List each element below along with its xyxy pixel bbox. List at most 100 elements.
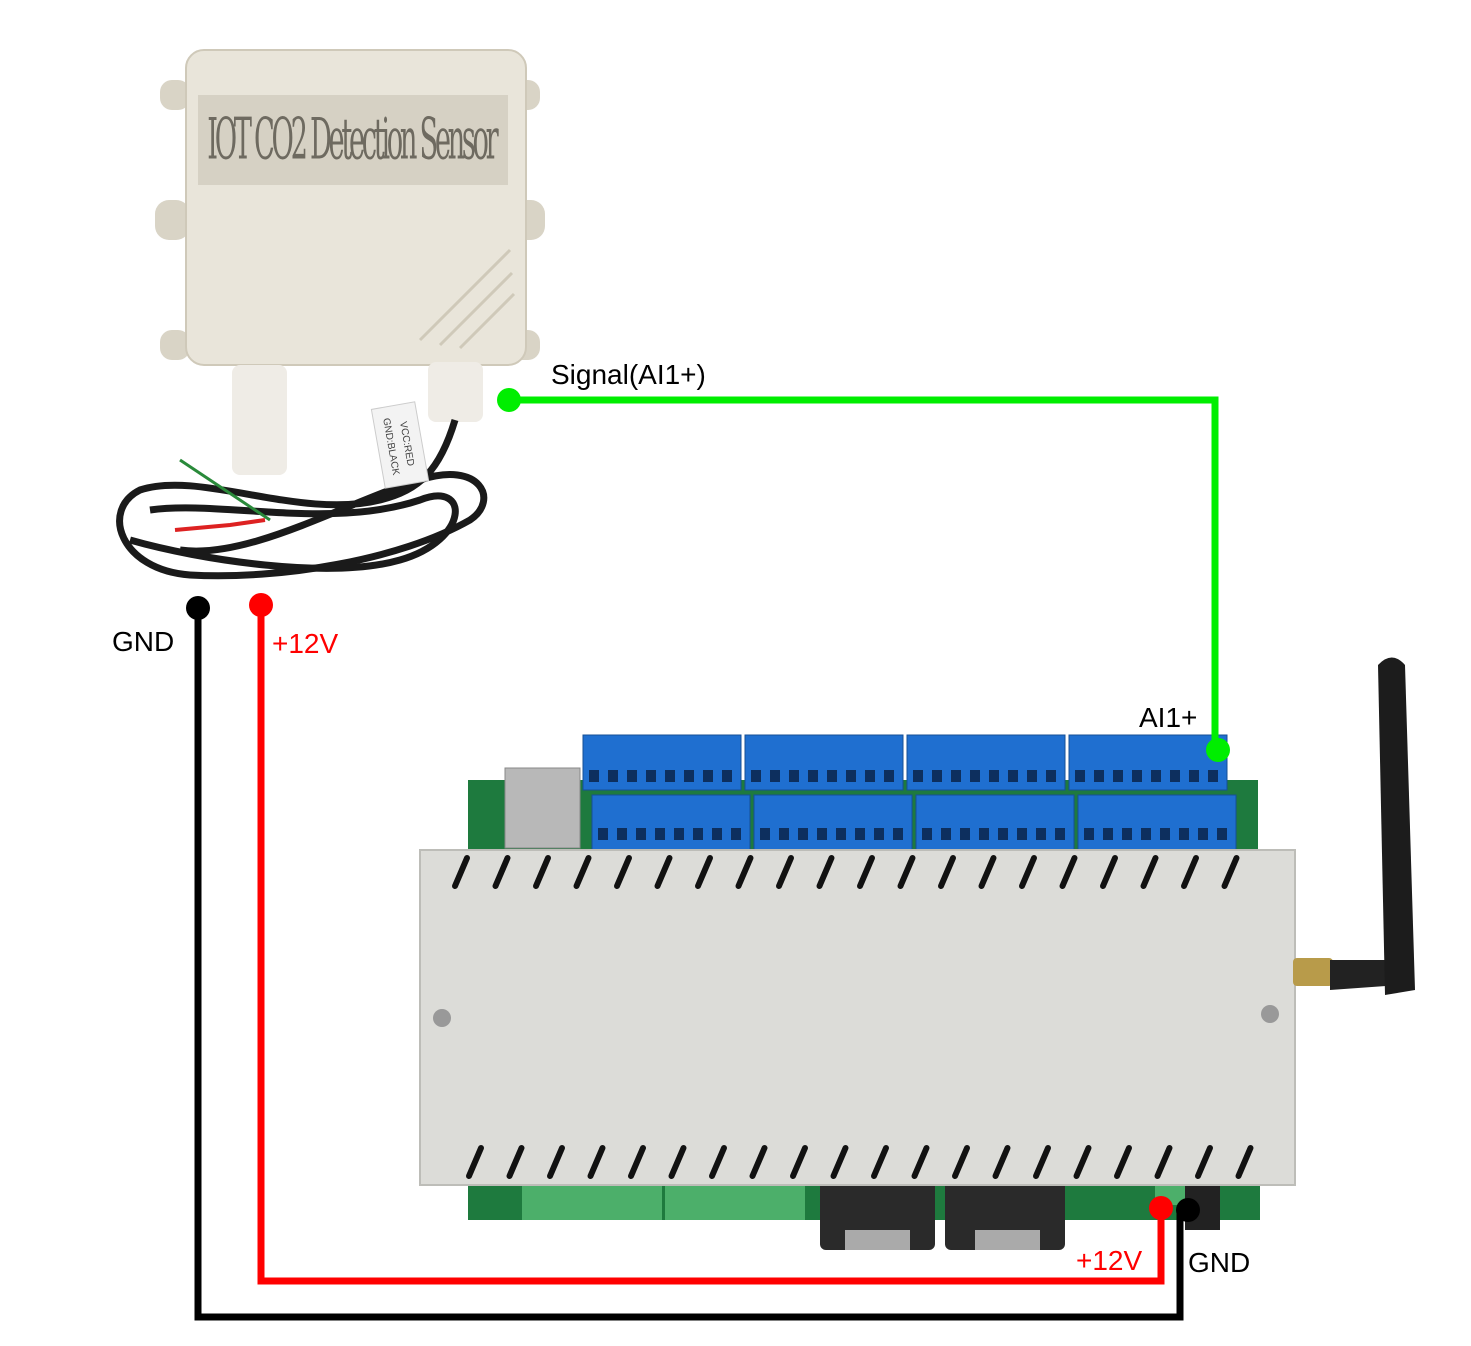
- terminal-block-bottom: [591, 794, 751, 851]
- terminal-screw: [589, 770, 599, 782]
- vent-slot: [790, 1145, 808, 1179]
- terminal-screw: [789, 770, 799, 782]
- sensor-gnd-label: GND: [112, 626, 174, 657]
- power-wire: [257, 605, 1165, 1285]
- terminal-screw: [836, 828, 846, 840]
- terminal-screw: [674, 828, 684, 840]
- terminal-screw: [731, 828, 741, 840]
- terminal-block-top: [1068, 734, 1228, 791]
- screw-right: [1261, 1005, 1279, 1023]
- terminal-screw: [627, 770, 637, 782]
- terminal-screw: [693, 828, 703, 840]
- cable-tag: VCC:RED GND:BLACK: [370, 401, 430, 489]
- vent-slots: [452, 855, 1254, 1179]
- terminal-screw: [932, 770, 942, 782]
- terminal-screw: [770, 770, 780, 782]
- vent-slot: [1195, 1145, 1213, 1179]
- terminal-screw: [1036, 828, 1046, 840]
- sensor-label-plate: [198, 95, 508, 185]
- terminal-screw: [1122, 828, 1132, 840]
- terminal-screw: [913, 770, 923, 782]
- signal-label: Signal(AI1+): [551, 359, 706, 390]
- screw-left: [433, 1009, 451, 1027]
- terminal-screw: [884, 770, 894, 782]
- vent-slot: [1100, 855, 1118, 889]
- terminal-screw: [817, 828, 827, 840]
- board-vcc-label: +12V: [1076, 1245, 1142, 1276]
- terminal-screw: [712, 828, 722, 840]
- terminal-screw: [1179, 828, 1189, 840]
- terminal-block-bottom: [1077, 794, 1237, 851]
- vent-slot: [1235, 1145, 1254, 1179]
- terminal-screw: [760, 828, 770, 840]
- sensor-vcc-label: +12V: [272, 628, 338, 659]
- ground-dot-sensor: [186, 596, 210, 620]
- terminal-screw: [1151, 770, 1161, 782]
- terminal-screw: [1094, 770, 1104, 782]
- power-dot-board: [1149, 1196, 1173, 1220]
- cable-gland: [428, 362, 483, 422]
- sensor-cable: [116, 418, 488, 580]
- terminal-screw: [684, 770, 694, 782]
- antenna: [1293, 657, 1415, 995]
- terminal-screw: [951, 770, 961, 782]
- terminal-screw: [960, 828, 970, 840]
- terminal-screw: [970, 770, 980, 782]
- terminal-block-top: [906, 734, 1066, 791]
- vent-slot: [816, 855, 835, 889]
- terminal-screw: [1084, 828, 1094, 840]
- vent-slot: [506, 1145, 525, 1179]
- terminal-screw: [1103, 828, 1113, 840]
- terminal-block-top: [582, 734, 742, 791]
- terminal-screw: [874, 828, 884, 840]
- vent-slot: [695, 855, 713, 889]
- vent-slot: [1114, 1145, 1132, 1179]
- vent-slot: [1221, 855, 1240, 889]
- ground-wire: [194, 608, 1184, 1321]
- vent-slot: [1019, 855, 1037, 889]
- vent-slot: [978, 855, 997, 889]
- terminal-screw: [808, 770, 818, 782]
- vent-slot: [1073, 1145, 1092, 1179]
- vent-slot: [938, 855, 956, 889]
- terminal-block-bottom: [915, 794, 1075, 851]
- terminal-screw: [751, 770, 761, 782]
- terminal-screw: [865, 770, 875, 782]
- terminal-screw: [1046, 770, 1056, 782]
- sensor-label: IOT CO2 Detection Sensor: [207, 105, 499, 173]
- terminal-screw: [703, 770, 713, 782]
- terminal-screw: [998, 828, 1008, 840]
- metal-cover: [419, 849, 1296, 1186]
- terminal-screw: [1160, 828, 1170, 840]
- signal-dot-sensor: [497, 388, 521, 412]
- sensor-probe: [232, 365, 287, 475]
- green-terminal-1: [522, 1185, 662, 1220]
- vent-slot: [897, 855, 916, 889]
- terminal-screw: [636, 828, 646, 840]
- vent-slot: [952, 1145, 970, 1179]
- vent-slot: [587, 1145, 606, 1179]
- terminal-screw: [1113, 770, 1123, 782]
- terminal-screw: [617, 828, 627, 840]
- ground-dot-board: [1176, 1198, 1200, 1222]
- vent-slot: [911, 1145, 930, 1179]
- terminal-screw: [722, 770, 732, 782]
- green-terminal-2: [665, 1185, 805, 1220]
- terminal-screw: [1189, 770, 1199, 782]
- terminal-screw: [1170, 770, 1180, 782]
- vent-slot: [452, 855, 470, 889]
- vent-slot: [857, 855, 875, 889]
- vent-slot: [547, 1145, 565, 1179]
- terminal-screw: [598, 828, 608, 840]
- terminal-screw: [646, 770, 656, 782]
- vent-slot: [1154, 1145, 1173, 1179]
- vent-slot: [709, 1145, 727, 1179]
- vent-slot: [614, 855, 632, 889]
- vent-slot: [1140, 855, 1159, 889]
- vent-slot: [466, 1145, 484, 1179]
- terminal-block-bottom: [753, 794, 913, 851]
- wires: [194, 396, 1219, 1321]
- terminal-screw: [989, 770, 999, 782]
- terminal-screw: [779, 828, 789, 840]
